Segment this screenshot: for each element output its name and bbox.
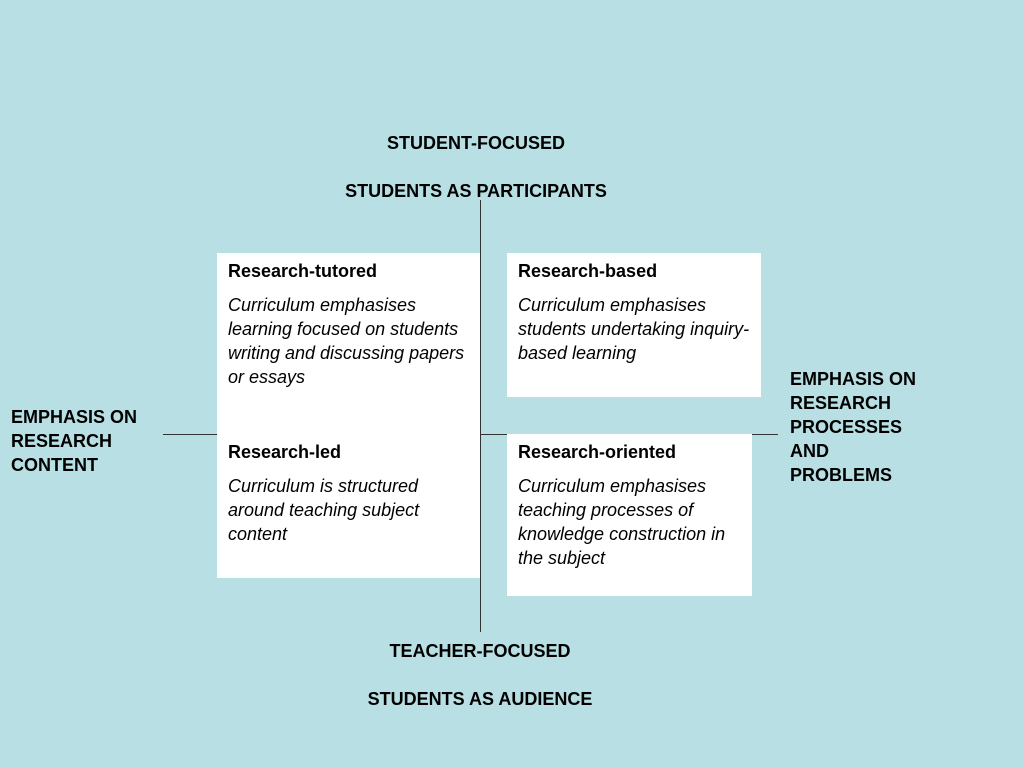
quadrant-title: Research-oriented [518,442,677,462]
quadrant-description: Curriculum is structured around teaching… [228,476,420,544]
vertical-axis-line [480,200,481,632]
quadrant-research-led: Research-led Curriculum is structured ar… [217,434,480,578]
left-axis-label-line: EMPHASIS ON [11,407,138,427]
left-axis-label-line: RESEARCH [11,431,113,451]
quadrant-research-based: Research-based Curriculum emphasises stu… [507,253,761,397]
bottom-axis-label-teacher-focused: TEACHER-FOCUSED [389,641,571,661]
right-axis-label: EMPHASIS ON RESEARCH PROCESSES AND PROBL… [790,367,960,487]
quadrant-title: Research-tutored [228,261,378,281]
quadrant-research-oriented: Research-oriented Curriculum emphasises … [507,434,752,596]
right-axis-label-line: PROCESSES [790,417,903,437]
top-axis-label-student-focused: STUDENT-FOCUSED [386,133,565,153]
quadrant-title: Research-based [518,261,658,281]
left-axis-label-line: CONTENT [11,455,98,475]
bottom-axis-label-students-as-audience: STUDENTS AS AUDIENCE [367,689,593,709]
quadrant-description: Curriculum emphasises students undertaki… [518,295,750,363]
right-axis-label-line: PROBLEMS [790,465,893,485]
right-axis-label-line: AND [790,441,829,461]
quadrant-description: Curriculum emphasises learning focused o… [228,295,465,387]
right-axis-label-line: RESEARCH [790,393,892,413]
top-axis-label-students-as-participants: STUDENTS AS PARTICIPANTS [345,181,607,201]
quadrant-description: Curriculum emphasises teaching processes… [518,476,726,568]
quadrant-title: Research-led [228,442,342,462]
right-axis-label-line: EMPHASIS ON [790,369,917,389]
quadrant-research-tutored: Research-tutored Curriculum emphasises l… [217,253,480,434]
left-axis-label: EMPHASIS ON RESEARCH CONTENT [11,405,171,477]
